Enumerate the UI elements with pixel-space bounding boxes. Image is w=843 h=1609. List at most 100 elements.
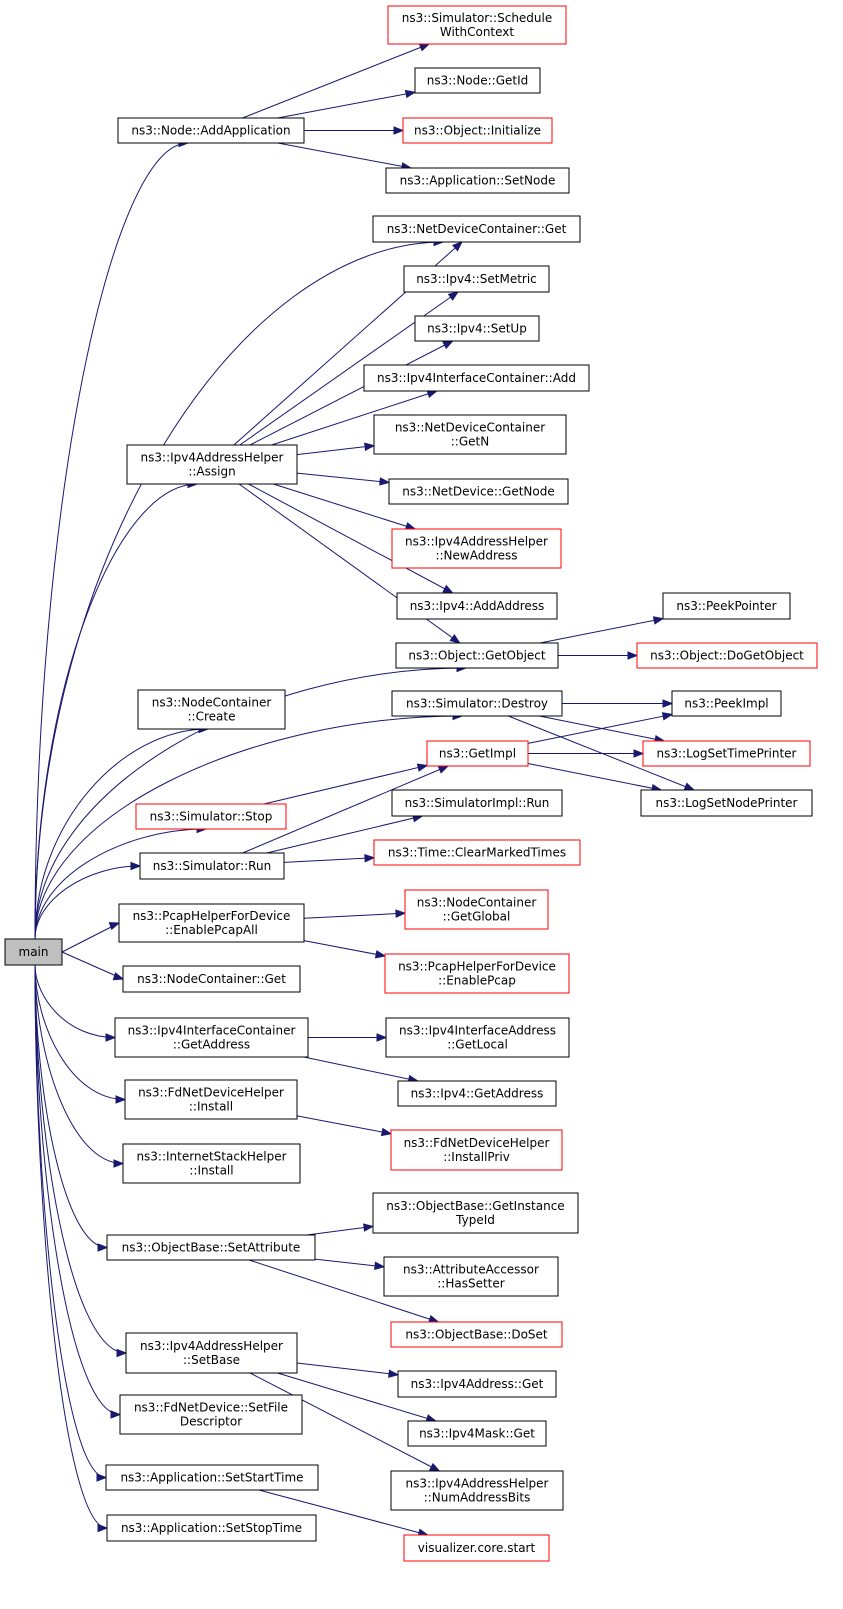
arrowhead bbox=[395, 909, 407, 918]
node-peekptr[interactable]: ns3::PeekPointer bbox=[662, 592, 791, 620]
edge-stop-to-getimpl bbox=[263, 764, 428, 805]
node-assign[interactable]: ns3::Ipv4AddressHelper::Assign bbox=[126, 444, 298, 485]
node-init[interactable]: ns3::Object::Initialize bbox=[402, 117, 553, 144]
node-addaddr[interactable]: ns3::Ipv4::AddAddress bbox=[396, 592, 558, 620]
node-doset[interactable]: ns3::ObjectBase::DoSet bbox=[390, 1321, 563, 1348]
node-getobj[interactable]: ns3::Object::GetObject bbox=[395, 642, 559, 669]
node-box bbox=[114, 1017, 309, 1058]
node-main[interactable]: main bbox=[4, 938, 63, 966]
edge-simrun-to-clearmarked bbox=[283, 857, 375, 863]
node-iaglocal[interactable]: ns3::Ipv4InterfaceAddress::GetLocal bbox=[385, 1017, 570, 1058]
node-getimpl[interactable]: ns3::GetImpl bbox=[426, 740, 529, 767]
node-dogetobj[interactable]: ns3::Object::DoGetObject bbox=[636, 642, 818, 669]
edge-main-to-destroy bbox=[34, 715, 463, 940]
node-ipv4getaddr[interactable]: ns3::Ipv4::GetAddress bbox=[397, 1080, 557, 1107]
node-ishinstall[interactable]: ns3::InternetStackHelper::Install bbox=[122, 1143, 301, 1184]
arrowhead bbox=[661, 712, 674, 721]
node-getnode[interactable]: ns3::NetDevice::GetNode bbox=[388, 478, 569, 505]
edge-main-to-addapp bbox=[34, 142, 189, 940]
edge-main-to-icgetaddr bbox=[34, 964, 116, 1038]
node-label: ns3::GetImpl bbox=[439, 747, 516, 761]
node-icgetaddr[interactable]: ns3::Ipv4InterfaceContainer::GetAddress bbox=[114, 1017, 309, 1058]
node-numaddrbits[interactable]: ns3::Ipv4AddressHelper::NumAddressBits bbox=[390, 1470, 564, 1511]
node-setstart[interactable]: ns3::Application::SetStartTime bbox=[105, 1464, 319, 1491]
node-addapp[interactable]: ns3::Node::AddApplication bbox=[117, 117, 305, 144]
node-label: ::GetN bbox=[451, 435, 489, 449]
node-ndcgetn[interactable]: ns3::NetDeviceContainer::GetN bbox=[373, 414, 567, 455]
node-logtime[interactable]: ns3::LogSetTimePrinter bbox=[642, 740, 811, 767]
node-enablepcap[interactable]: ns3::PcapHelperForDevice::EnablePcap bbox=[384, 953, 570, 994]
edge-fdinstall-to-installpriv bbox=[296, 1115, 392, 1135]
arrowhead bbox=[451, 241, 463, 252]
arrowhead bbox=[97, 1243, 109, 1252]
node-setstop[interactable]: ns3::Application::SetStopTime bbox=[106, 1514, 317, 1542]
node-clearmarked[interactable]: ns3::Time::ClearMarkedTimes bbox=[373, 839, 581, 866]
node-box bbox=[402, 117, 553, 144]
node-peekimpl[interactable]: ns3::PeekImpl bbox=[671, 690, 782, 717]
node-box bbox=[372, 215, 581, 243]
node-installpriv[interactable]: ns3::FdNetDeviceHelper::InstallPriv bbox=[390, 1129, 563, 1171]
node-label: ns3::NodeContainer::Get bbox=[137, 972, 286, 986]
edge-main-to-fdinstall bbox=[34, 964, 126, 1100]
node-setmetric[interactable]: ns3::Ipv4::SetMetric bbox=[403, 265, 550, 293]
node-label: ns3::Ipv4AddressHelper bbox=[140, 1339, 283, 1353]
node-lognode[interactable]: ns3::LogSetNodePrinter bbox=[640, 789, 813, 817]
node-enablepcapall[interactable]: ns3::PcapHelperForDevice::EnablePcapAll bbox=[118, 903, 305, 943]
edge-addapp-to-setnode bbox=[277, 142, 411, 169]
node-label: ns3::Ipv4AddressHelper bbox=[141, 451, 284, 465]
node-addrget[interactable]: ns3::Ipv4Address::Get bbox=[397, 1370, 557, 1398]
node-fdinstall[interactable]: ns3::FdNetDeviceHelper::Install bbox=[124, 1079, 298, 1120]
node-icadd[interactable]: ns3::Ipv4InterfaceContainer::Add bbox=[363, 364, 590, 392]
node-label: ::HasSetter bbox=[437, 1277, 505, 1291]
arrowhead bbox=[97, 1523, 109, 1533]
node-label: ::GetAddress bbox=[173, 1038, 250, 1052]
node-maskget[interactable]: ns3::Ipv4Mask::Get bbox=[407, 1420, 547, 1447]
node-setbase[interactable]: ns3::Ipv4AddressHelper::SetBase bbox=[125, 1332, 298, 1374]
node-implrun[interactable]: ns3::SimulatorImpl::Run bbox=[391, 789, 563, 817]
arrowhead bbox=[393, 126, 405, 135]
node-setup[interactable]: ns3::Ipv4::SetUp bbox=[414, 315, 540, 342]
node-box bbox=[391, 528, 562, 569]
node-setattr[interactable]: ns3::ObjectBase::SetAttribute bbox=[106, 1234, 316, 1261]
node-ndcget[interactable]: ns3::NetDeviceContainer::Get bbox=[372, 215, 581, 243]
node-vizstart[interactable]: visualizer.core.start bbox=[403, 1534, 550, 1562]
edge-enablepcapall-to-enablepcap bbox=[303, 940, 386, 957]
edge-assign-to-addaddr bbox=[248, 483, 453, 594]
arrowhead bbox=[374, 1261, 386, 1270]
node-hassetter[interactable]: ns3::AttributeAccessor::HasSetter bbox=[383, 1256, 559, 1297]
node-label: ns3::Ipv4Mask::Get bbox=[419, 1427, 535, 1441]
node-simrun[interactable]: ns3::Simulator::Run bbox=[139, 852, 285, 880]
node-label: ns3::PcapHelperForDevice bbox=[133, 909, 291, 923]
edge-assign-to-ndcgetn bbox=[296, 445, 375, 456]
node-setnode[interactable]: ns3::Application::SetNode bbox=[385, 167, 570, 194]
node-box bbox=[414, 67, 541, 94]
node-nccreate[interactable]: ns3::NodeContainer::Create bbox=[137, 689, 286, 730]
arrowhead bbox=[105, 1033, 117, 1042]
node-destroy[interactable]: ns3::Simulator::Destroy bbox=[391, 690, 563, 717]
node-box bbox=[106, 1234, 316, 1261]
arrowhead bbox=[374, 950, 387, 959]
node-stop[interactable]: ns3::Simulator::Stop bbox=[135, 803, 287, 830]
node-box bbox=[119, 1394, 303, 1435]
node-label: ns3::Ipv4::AddAddress bbox=[410, 599, 545, 613]
node-box bbox=[390, 1321, 563, 1348]
edge-main-to-nccreate bbox=[34, 728, 209, 940]
edge-getimpl-to-peekimpl bbox=[527, 713, 673, 744]
node-label: ::SetBase bbox=[183, 1353, 240, 1367]
node-ncget[interactable]: ns3::NodeContainer::Get bbox=[122, 965, 301, 993]
node-newaddr[interactable]: ns3::Ipv4AddressHelper::NewAddress bbox=[391, 528, 562, 569]
node-box bbox=[395, 642, 559, 669]
node-box bbox=[390, 1129, 563, 1171]
node-ncglobal[interactable]: ns3::NodeContainer::GetGlobal bbox=[404, 889, 549, 930]
node-box bbox=[426, 740, 529, 767]
arrowhead bbox=[404, 89, 417, 99]
node-label: ::EnablePcapAll bbox=[165, 923, 258, 937]
arrowhead bbox=[416, 763, 429, 772]
node-box bbox=[105, 1464, 319, 1491]
node-label: TypeId bbox=[455, 1213, 495, 1227]
node-label: ns3::NodeContainer bbox=[417, 896, 537, 910]
node-getid[interactable]: ns3::Node::GetId bbox=[414, 67, 541, 94]
